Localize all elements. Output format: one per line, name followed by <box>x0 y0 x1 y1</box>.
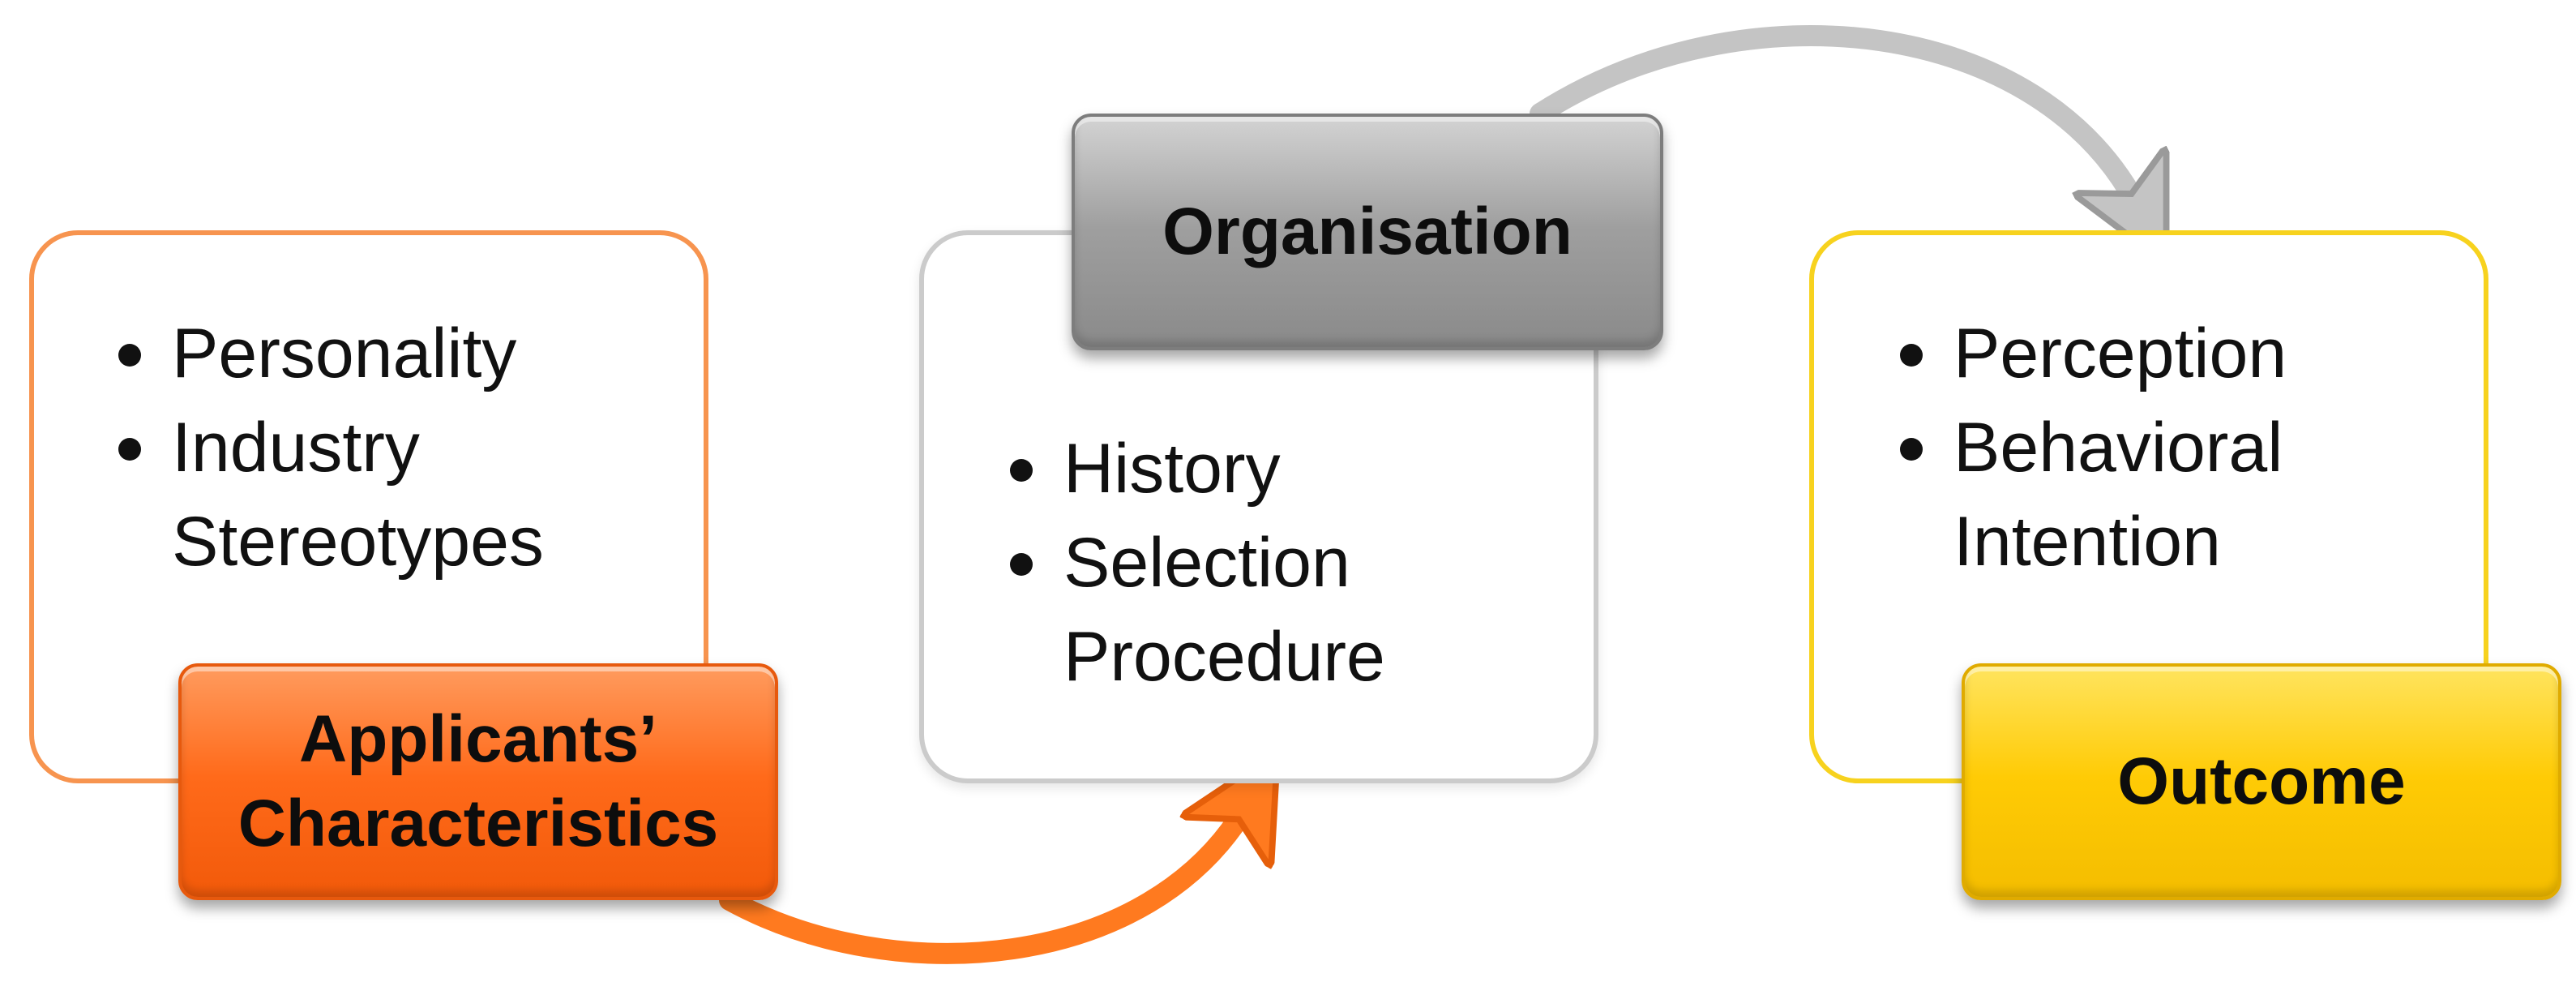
applicants-title: Applicants’ Characteristics <box>178 663 778 900</box>
outcome-items: Perception Behavioral Intention <box>1895 307 2479 589</box>
organisation-item: History <box>1005 422 1589 516</box>
organisation-item: Selection Procedure <box>1005 516 1589 704</box>
applicants-items: Personality Industry Stereotypes <box>113 307 697 589</box>
applicants-item: Industry Stereotypes <box>113 401 697 589</box>
outcome-item: Behavioral Intention <box>1895 401 2479 589</box>
arrow-applicants-to-organisation <box>719 803 1248 964</box>
organisation-title: Organisation <box>1072 114 1663 350</box>
outcome-item: Perception <box>1895 307 2479 401</box>
outcome-title: Outcome <box>1962 663 2561 900</box>
applicants-item: Personality <box>113 307 697 401</box>
arrow-organisation-to-outcome <box>1530 25 2140 211</box>
organisation-items: History Selection Procedure <box>1005 422 1589 704</box>
